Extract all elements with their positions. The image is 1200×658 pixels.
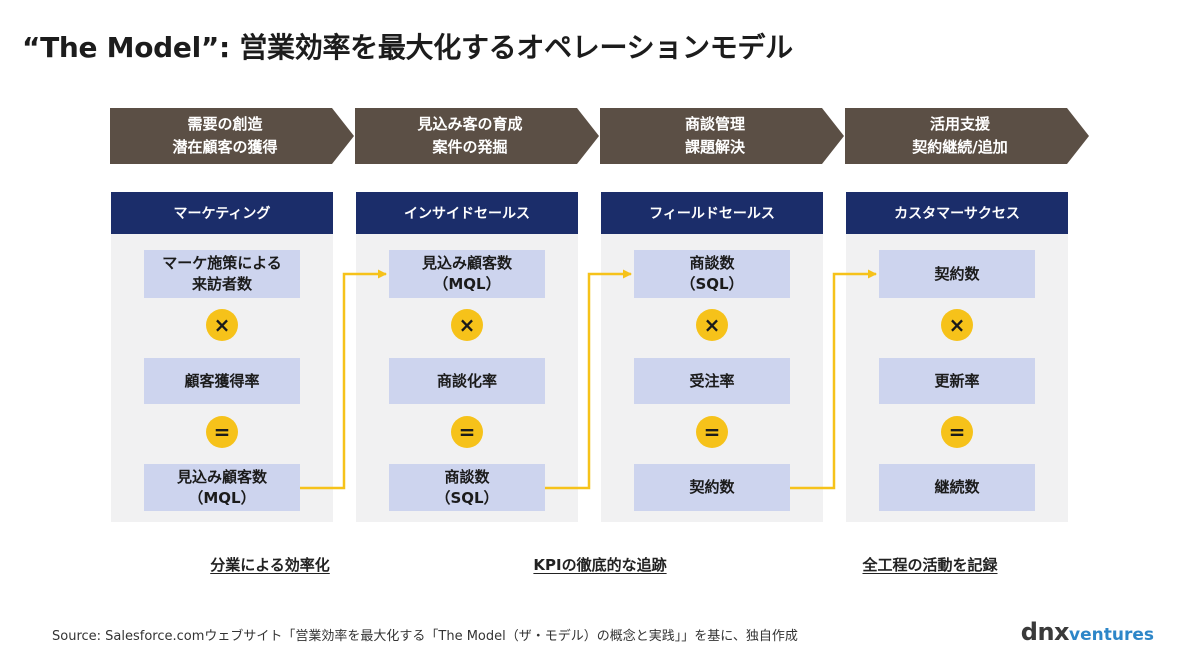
column-header: インサイドセールス: [356, 192, 578, 234]
stage-line1: 見込み客の育成: [417, 115, 523, 133]
kpi-box-rate: 更新率: [879, 358, 1035, 404]
kpi-line1: 見込み顧客数: [421, 254, 512, 272]
kpi-line1: 継続数: [934, 478, 980, 496]
equals-operator: =: [451, 416, 483, 448]
kpi-line1: 商談数: [689, 254, 735, 272]
logo-dnx: dnx: [1020, 618, 1070, 646]
stage-line2: 契約継続/追加: [912, 138, 1008, 156]
kpi-line2: 来訪者数: [191, 275, 252, 293]
column-field-sales: フィールドセールス 商談数 （SQL） × 受注率 = 契約数: [601, 192, 823, 522]
stage-line1: 需要の創造: [187, 115, 263, 133]
multiply-operator: ×: [206, 309, 238, 341]
stage-line1: 商談管理: [684, 115, 745, 133]
dnx-ventures-logo: dnxventures: [1021, 618, 1154, 646]
equals-operator: =: [206, 416, 238, 448]
kpi-box-input: 契約数: [879, 250, 1035, 298]
equals-operator: =: [941, 416, 973, 448]
kpi-box-input: 見込み顧客数 （MQL）: [389, 250, 545, 298]
stage-arrow-nurture: 見込み客の育成 案件の発掘: [355, 108, 599, 164]
stage-line2: 案件の発掘: [432, 138, 508, 156]
kpi-line1: 更新率: [934, 371, 980, 390]
kpi-line1: 商談数: [444, 467, 490, 486]
slide-title: “The Model”: 営業効率を最大化するオペレーションモデル: [22, 31, 793, 64]
stage-line2: 課題解決: [684, 138, 745, 156]
kpi-line2: （MQL）: [188, 488, 256, 507]
kpi-line1: 見込み顧客数: [176, 467, 267, 486]
column-header: フィールドセールス: [601, 192, 823, 234]
logo-ventures: ventures: [1069, 625, 1154, 645]
kpi-box-output: 商談数 （SQL）: [389, 464, 545, 511]
stage-line2: 潜在顧客の獲得: [172, 138, 278, 156]
kpi-box-output: 見込み顧客数 （MQL）: [144, 464, 300, 511]
kpi-box-input: マーケ施策による 来訪者数: [144, 250, 300, 298]
kpi-box-output: 継続数: [879, 464, 1035, 511]
kpi-line2: （SQL）: [435, 488, 499, 507]
stage-arrow-demand: 需要の創造 潜在顧客の獲得: [110, 108, 354, 164]
stage-line1: 活用支援: [929, 115, 990, 133]
column-customer-success: カスタマーサクセス 契約数 × 更新率 = 継続数: [846, 192, 1068, 522]
kpi-box-rate: 商談化率: [389, 358, 545, 404]
kpi-box-input: 商談数 （SQL）: [634, 250, 790, 298]
takeaway-division-of-labor: 分業による効率化: [210, 556, 330, 574]
kpi-line1: 契約数: [934, 264, 980, 283]
multiply-operator: ×: [941, 309, 973, 341]
kpi-line1: 顧客獲得率: [184, 371, 260, 390]
kpi-line1: 商談化率: [436, 371, 497, 390]
column-header: カスタマーサクセス: [846, 192, 1068, 234]
kpi-line1: 受注率: [689, 371, 735, 390]
equals-operator: =: [696, 416, 728, 448]
kpi-box-rate: 受注率: [634, 358, 790, 404]
takeaway-kpi-tracking: KPIの徹底的な追跡: [533, 556, 667, 574]
kpi-line1: マーケ施策による: [162, 254, 282, 272]
multiply-operator: ×: [696, 309, 728, 341]
takeaway-activity-logging: 全工程の活動を記録: [862, 556, 998, 574]
column-inside-sales: インサイドセールス 見込み顧客数 （MQL） × 商談化率 = 商談数 （SQL…: [356, 192, 578, 522]
column-marketing: マーケティング マーケ施策による 来訪者数 × 顧客獲得率 = 見込み顧客数 （…: [111, 192, 333, 522]
kpi-box-rate: 顧客獲得率: [144, 358, 300, 404]
kpi-line1: 契約数: [689, 478, 735, 496]
source-citation: Source: Salesforce.comウェブサイト「営業効率を最大化する「…: [52, 629, 798, 644]
multiply-operator: ×: [451, 309, 483, 341]
kpi-box-output: 契約数: [634, 464, 790, 511]
kpi-line2: （SQL）: [680, 275, 744, 293]
stage-arrow-deal: 商談管理 課題解決: [600, 108, 844, 164]
kpi-line2: （MQL）: [433, 275, 501, 293]
column-header: マーケティング: [111, 192, 333, 234]
stage-arrow-success: 活用支援 契約継続/追加: [845, 108, 1089, 164]
